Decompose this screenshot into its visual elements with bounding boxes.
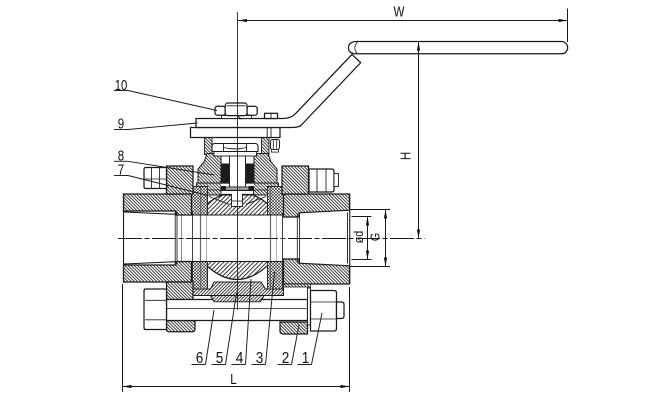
svg-text:4: 4: [236, 350, 244, 367]
svg-text:2: 2: [282, 350, 290, 367]
svg-text:7: 7: [118, 161, 124, 178]
svg-text:G: G: [367, 233, 382, 241]
svg-text:10: 10: [115, 77, 128, 94]
svg-text:1: 1: [302, 350, 310, 367]
svg-text:H: H: [397, 152, 414, 160]
svg-text:5: 5: [216, 350, 224, 367]
svg-text:3: 3: [256, 350, 264, 367]
svg-text:8: 8: [118, 147, 124, 164]
svg-text:9: 9: [118, 115, 124, 132]
svg-text:W: W: [394, 3, 405, 20]
svg-text:L: L: [230, 371, 236, 388]
svg-text:ød: ød: [351, 231, 366, 243]
svg-text:6: 6: [196, 350, 204, 367]
